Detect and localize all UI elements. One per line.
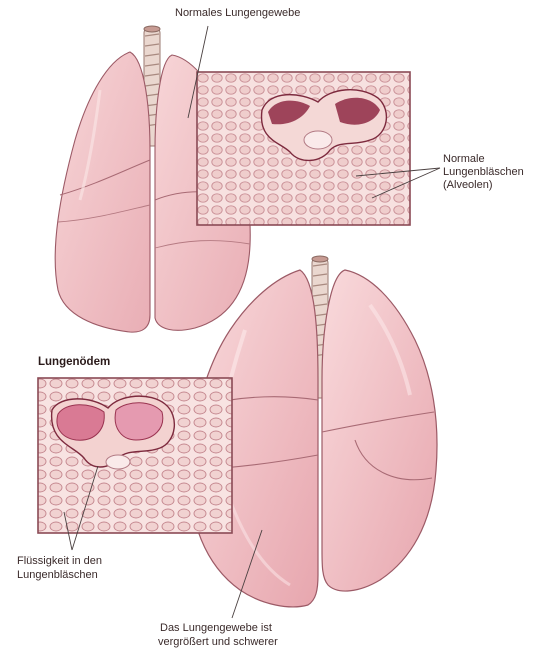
label-enlarged-line1: Das Lungengewebe ist <box>160 622 272 635</box>
label-normal-alveoli-line2: Lungenbläschen <box>443 166 524 179</box>
edema-alveoli-inset <box>38 378 232 533</box>
label-fluid-line2: Lungenbläschen <box>17 569 98 582</box>
label-normal-alveoli-line3: (Alveolen) <box>443 179 493 192</box>
normal-alveoli-inset <box>197 72 410 225</box>
label-normal-alveoli-line1: Normale <box>443 153 485 166</box>
label-enlarged-line2: vergrößert und schwerer <box>158 636 278 649</box>
label-normal-tissue: Normales Lungengewebe <box>175 7 300 20</box>
label-edema-title: Lungenödem <box>38 356 110 369</box>
label-fluid-line1: Flüssigkeit in den <box>17 555 102 568</box>
